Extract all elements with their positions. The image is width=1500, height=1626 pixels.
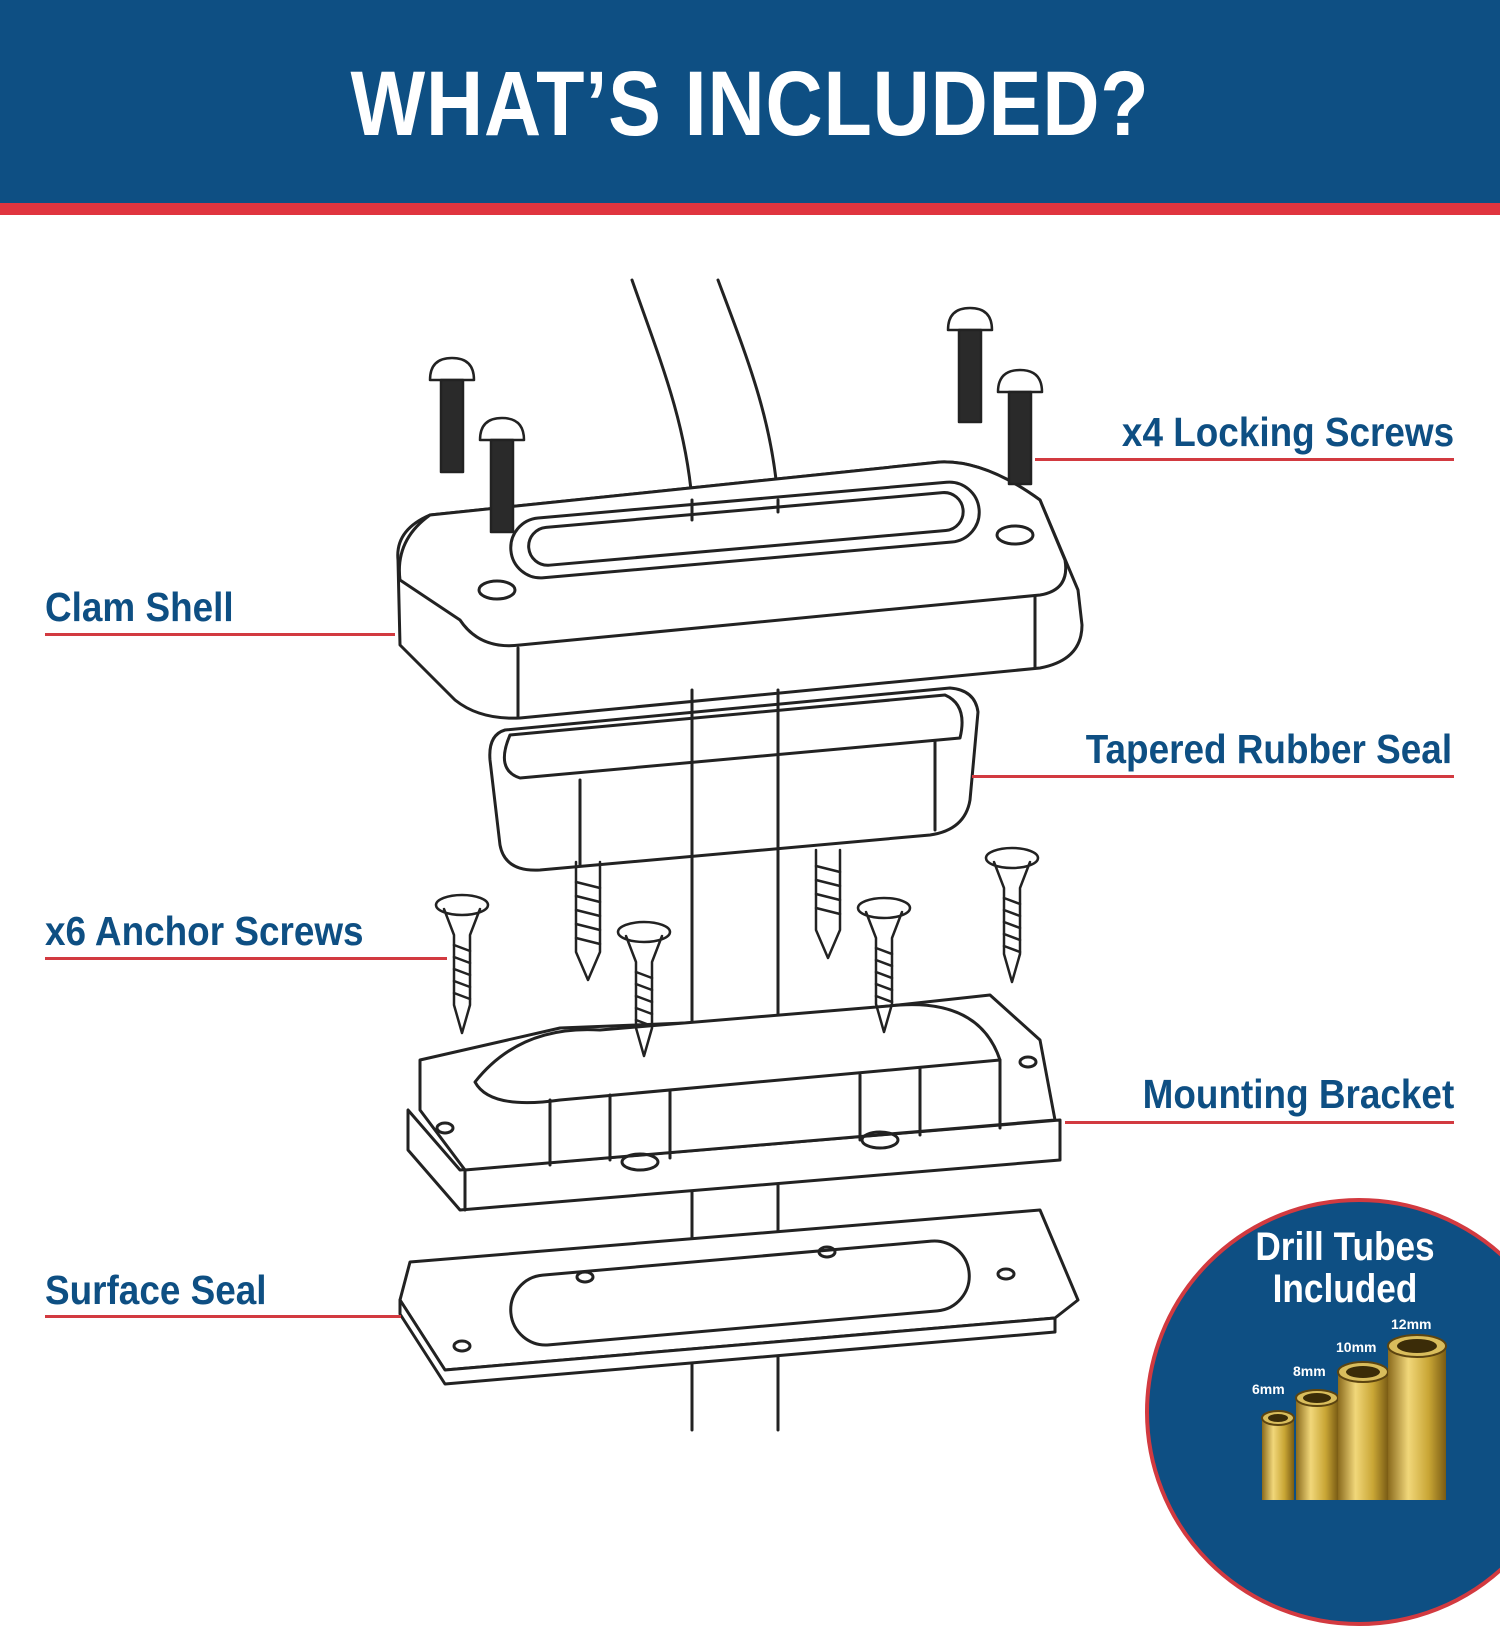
locking-screws-illustration <box>428 306 1044 534</box>
leader-locking-screws <box>1035 458 1454 461</box>
callout-tapered-rubber-seal: Tapered Rubber Seal <box>1085 726 1452 772</box>
callout-mounting-bracket: Mounting Bracket <box>1142 1071 1454 1117</box>
page-title: WHAT’S INCLUDED? <box>350 53 1150 155</box>
leader-clam-shell <box>45 633 395 636</box>
exploded-diagram <box>396 278 1084 1432</box>
leader-tapered-rubber-seal <box>972 775 1454 778</box>
tube-label-6mm: 6mm <box>1252 1381 1285 1397</box>
tube-label-12mm: 12mm <box>1391 1316 1432 1332</box>
drill-tubes-illustration <box>1261 1334 1447 1500</box>
mounting-bracket-illustration <box>406 993 1062 1212</box>
drill-tube-10mm <box>1337 1361 1389 1500</box>
leader-surface-seal <box>45 1315 401 1318</box>
header-banner <box>0 0 1500 203</box>
leader-anchor-screws <box>45 957 447 960</box>
tapered-rubber-seal-illustration <box>488 686 980 872</box>
drill-tube-8mm <box>1295 1389 1339 1500</box>
surface-seal-illustration <box>398 1208 1080 1386</box>
leader-mounting-bracket <box>1065 1121 1454 1124</box>
callout-locking-screws: x4 Locking Screws <box>1121 409 1454 455</box>
tube-label-10mm: 10mm <box>1336 1339 1377 1355</box>
anchor-screws-illustration <box>434 846 1040 1058</box>
callout-surface-seal: Surface Seal <box>45 1267 267 1313</box>
tube-label-8mm: 8mm <box>1293 1363 1326 1379</box>
callout-anchor-screws: x6 Anchor Screws <box>45 908 364 954</box>
callout-clam-shell: Clam Shell <box>45 584 234 630</box>
drill-tube-6mm <box>1261 1410 1295 1500</box>
drill-tube-12mm <box>1387 1334 1447 1500</box>
clam-shell-illustration <box>396 460 1084 862</box>
drill-tubes-title: Drill Tubes Included <box>1255 1225 1435 1311</box>
header-stripe <box>0 203 1500 215</box>
